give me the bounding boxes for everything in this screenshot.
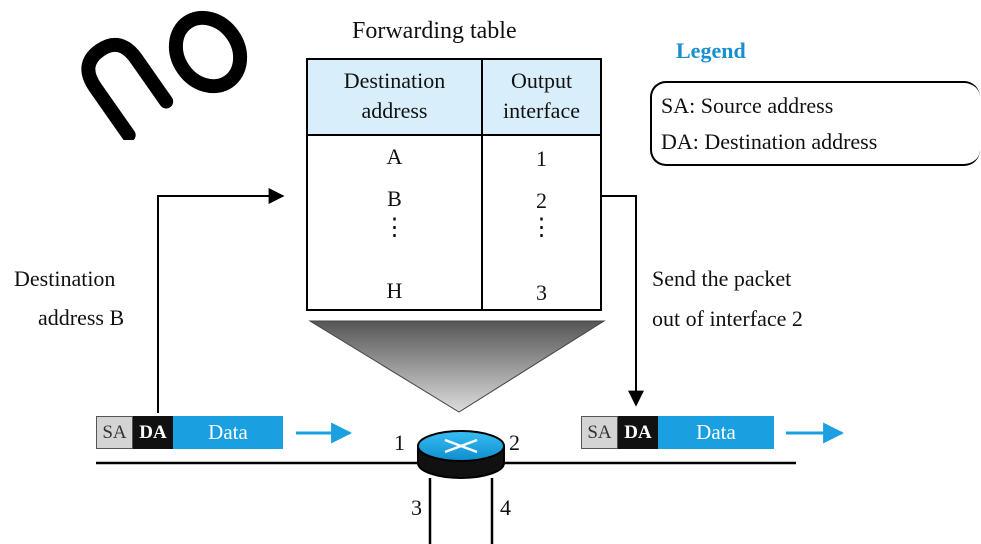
- forwarding-table-title: Forwarding table: [352, 18, 517, 44]
- column-divider: [481, 60, 483, 309]
- column-header-destination: Destination address: [343, 68, 446, 123]
- table-header: [308, 60, 600, 136]
- legend-item: SA: Source address: [661, 93, 834, 118]
- table-cell-interface: 3: [536, 280, 547, 305]
- send-label-line2: out of interface 2: [652, 306, 803, 331]
- watermark: [81, 10, 248, 140]
- table-cell-ellipsis: ⋮: [529, 215, 554, 241]
- packet-sa-field: SA: [96, 416, 133, 449]
- packet-data-field: Data: [658, 416, 774, 449]
- packet-sa-field: SA: [581, 416, 618, 449]
- forwarding-table: Destination address Output interface A 1…: [306, 58, 602, 311]
- outgoing-packet: SA DA Data: [581, 416, 774, 449]
- table-cell-destination: H: [386, 278, 403, 303]
- packet-da-field: DA: [618, 416, 658, 449]
- interface-label-4: 4: [500, 495, 511, 520]
- interface-label-2: 2: [509, 430, 520, 455]
- destination-label-line1: Destination: [14, 266, 116, 291]
- router-icon: [417, 430, 505, 479]
- packet-da-field: DA: [133, 416, 173, 449]
- destination-label-line2: address B: [38, 305, 125, 330]
- incoming-packet: SA DA Data: [96, 416, 283, 449]
- interface-label-1: 1: [394, 430, 405, 455]
- column-header-interface: Output interface: [503, 68, 580, 123]
- table-cell-interface: 1: [536, 146, 547, 171]
- table-cell-ellipsis: ⋮: [382, 215, 407, 241]
- table-cell-destination: A: [386, 144, 403, 169]
- table-cell-destination: B: [387, 186, 402, 211]
- lookup-funnel: [308, 320, 606, 413]
- interface-label-3: 3: [411, 495, 422, 520]
- legend-item: DA: Destination address: [661, 129, 878, 154]
- send-label-line1: Send the packet: [652, 266, 792, 291]
- legend-box: SA: Source address DA: Destination addre…: [650, 81, 980, 166]
- packet-data-field: Data: [173, 416, 283, 449]
- legend-title: Legend: [676, 38, 746, 63]
- destination-lookup-arrow: [157, 188, 285, 413]
- table-cell-interface: 2: [536, 188, 547, 213]
